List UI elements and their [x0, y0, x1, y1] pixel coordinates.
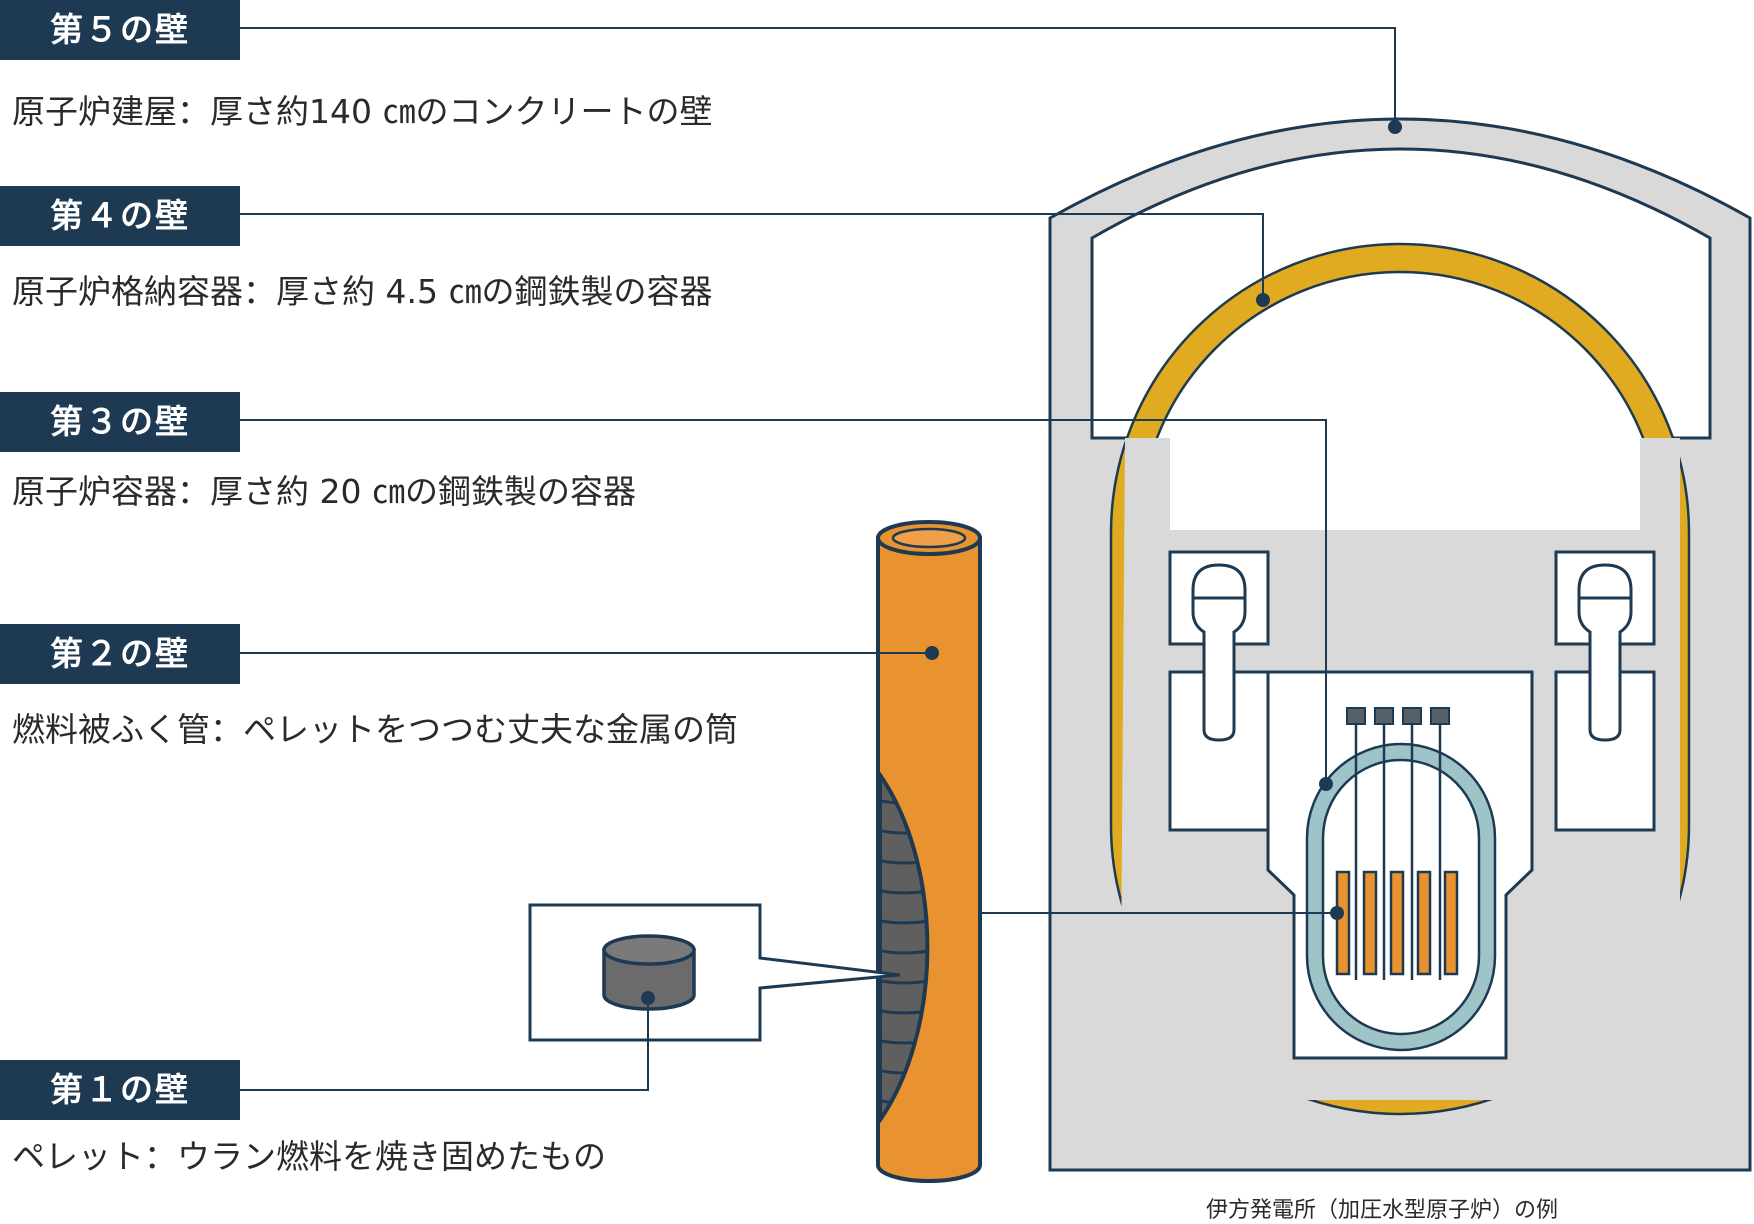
leader-dot-fuel-assembly	[1330, 906, 1344, 920]
control-rod-drives	[1346, 707, 1450, 980]
leader-dot-wall-4	[1256, 293, 1270, 307]
leader-dot-wall-5	[1388, 120, 1402, 134]
fuel-assemblies	[1335, 870, 1459, 976]
fuel-cladding-tube-opening	[891, 527, 967, 549]
wall-5-label: 第５の壁	[0, 0, 240, 60]
steam-generator-left	[1191, 563, 1247, 742]
wall-1-description: ペレット：ウラン燃料を焼き固めたもの	[12, 1137, 606, 1176]
leader-wall-4	[240, 213, 1264, 300]
leader-dots	[641, 120, 1402, 1005]
leader-dot-wall-3	[1319, 777, 1333, 791]
wall-3-description: 原子炉容器：厚さ約 20 ㎝の鋼鉄製の容器	[12, 472, 636, 511]
leader-wall-3	[240, 419, 1327, 784]
pellet-magnifier-callout	[528, 903, 901, 1042]
leader-dot-wall-1	[641, 991, 655, 1005]
wall-2-description: 燃料被ふく管：ペレットをつつむ丈夫な金属の筒	[12, 710, 738, 749]
uranium-pellet	[602, 934, 696, 1011]
wall-4-label: 第４の壁	[0, 186, 240, 246]
containment-outline-outer	[1109, 242, 1691, 1116]
cladding-cutaway	[878, 768, 930, 1127]
wall-5-description: 原子炉建屋：厚さ約140 ㎝のコンクリートの壁	[12, 92, 713, 131]
vessel-outline-outer	[1305, 742, 1497, 1052]
wall-2-label: 第２の壁	[0, 624, 240, 684]
wall-3-label: 第３の壁	[0, 392, 240, 452]
leader-lines	[240, 27, 1396, 1091]
leader-wall-1	[240, 998, 649, 1091]
vessel-outline-inner	[1321, 758, 1481, 1036]
leader-wall-5	[240, 27, 1396, 127]
diagram-caption: 伊方発電所（加圧水型原子炉）の例	[1206, 1198, 1559, 1223]
wall-1-label: 第１の壁	[0, 1060, 240, 1120]
steam-generator-right	[1577, 563, 1633, 742]
leader-dot-wall-2	[925, 646, 939, 660]
wall-4-description: 原子炉格納容器：厚さ約 4.5 ㎝の鋼鉄製の容器	[12, 272, 713, 311]
